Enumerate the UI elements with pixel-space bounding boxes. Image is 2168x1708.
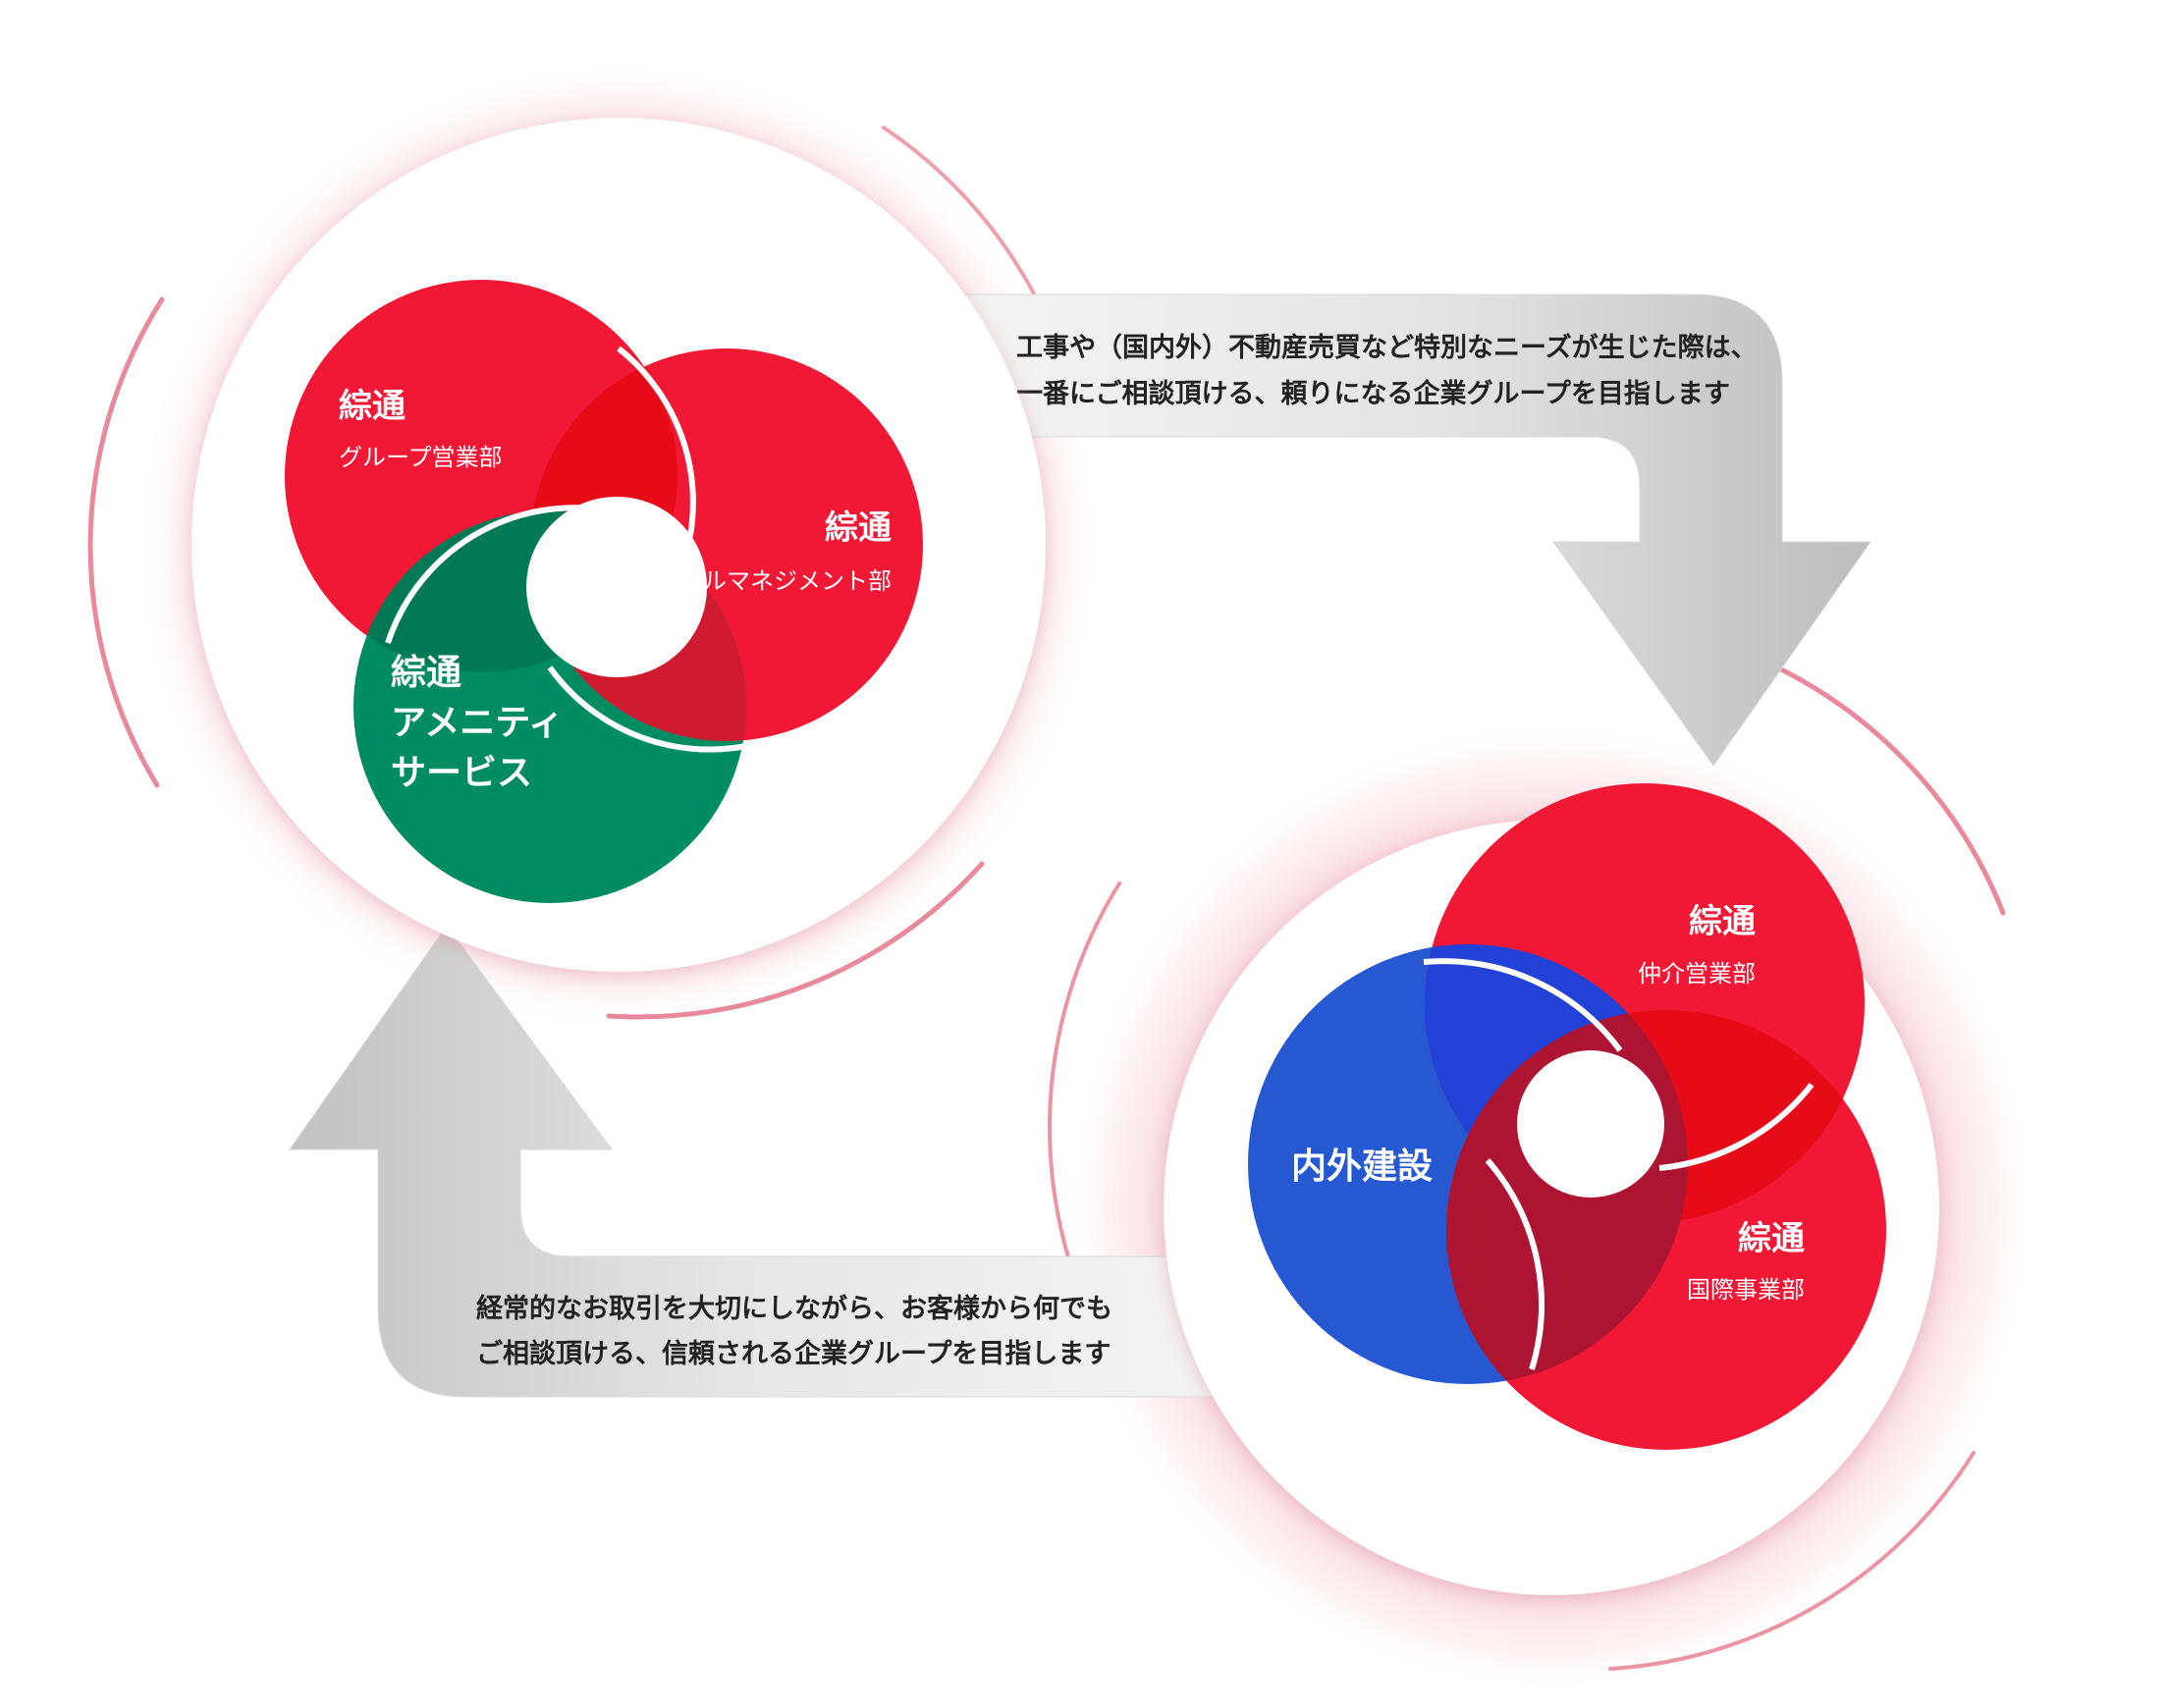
bottom-connector-arrow: 経常的なお取引を大切にしながら、お客様から何でも ご相談頂ける、信頼される企業グ…	[289, 925, 1282, 1398]
building-mgmt-sub: ビルマネジメント部	[679, 567, 892, 595]
brokerage-sub: 仲介営業部	[1638, 960, 1756, 987]
international-name: 綜通	[1738, 1219, 1805, 1258]
top-group-circles: 綜通 グループ営業部 綜通 ビルマネジメント部 綜通 アメニティ サービス	[285, 280, 923, 903]
building-mgmt-name: 綜通	[825, 508, 892, 548]
bottom-arrow-text-line2: ご相談頂ける、信頼される企業グループを目指します	[476, 1338, 1111, 1369]
brokerage-name: 綜通	[1689, 902, 1756, 941]
top-arrow-text-line2: 一番にご相談頂ける、頼りになる企業グループを目指します	[1016, 378, 1730, 409]
top-arrow-text-line1: 工事や（国内外）不動産売買など特別なニーズが生じた際は、	[1016, 332, 1758, 363]
group-sales-name: 綜通	[339, 387, 406, 426]
amenity-line3: サービス	[391, 753, 532, 793]
bottom-group-circles: 綜通 仲介営業部 綜通 国際事業部 内外建設	[1248, 783, 1886, 1450]
top-connector-arrow: 工事や（国内外）不動産売買など特別なニーズが生じた際は、 一番にご相談頂ける、頼…	[912, 294, 1871, 767]
construction-name: 内外建設	[1291, 1147, 1433, 1187]
amenity-line1: 綜通	[391, 653, 461, 693]
amenity-line2: アメニティ	[391, 703, 564, 743]
bottom-arrow-text-line1: 経常的なお取引を大切にしながら、お客様から何でも	[476, 1293, 1112, 1324]
group-sales-sub: グループ営業部	[339, 444, 503, 471]
international-sub: 国際事業部	[1687, 1276, 1805, 1304]
